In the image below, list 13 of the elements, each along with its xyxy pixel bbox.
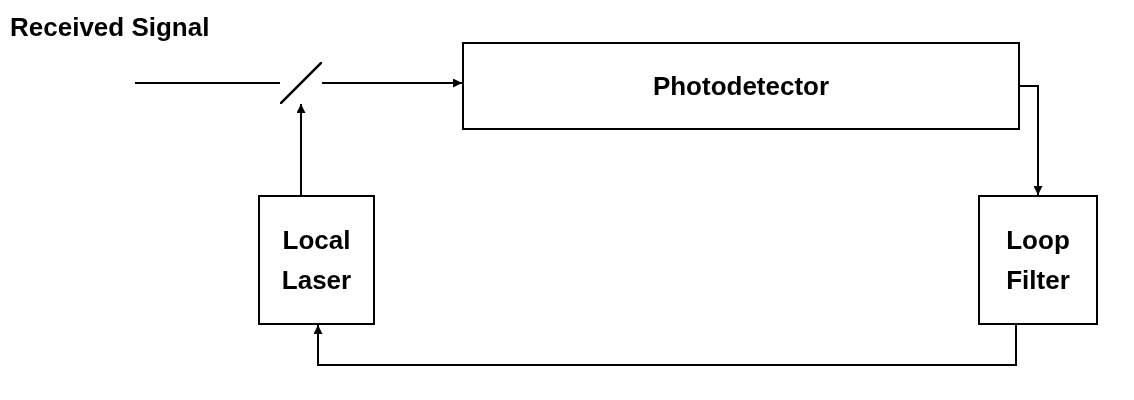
signal-line bbox=[134, 82, 281, 84]
arrow bbox=[321, 78, 463, 88]
box-label: Local Laser bbox=[280, 223, 353, 297]
process-box bbox=[978, 195, 1098, 325]
arrow bbox=[296, 103, 306, 196]
process-box bbox=[462, 42, 1020, 130]
process-box bbox=[258, 195, 375, 325]
box-label: Loop Filter bbox=[1005, 223, 1071, 297]
beam-splitter bbox=[280, 62, 322, 104]
arrow bbox=[1019, 85, 1043, 196]
arrow bbox=[313, 324, 1017, 366]
box-label: Photodetector bbox=[651, 69, 831, 103]
heading-label: Received Signal bbox=[10, 12, 210, 43]
